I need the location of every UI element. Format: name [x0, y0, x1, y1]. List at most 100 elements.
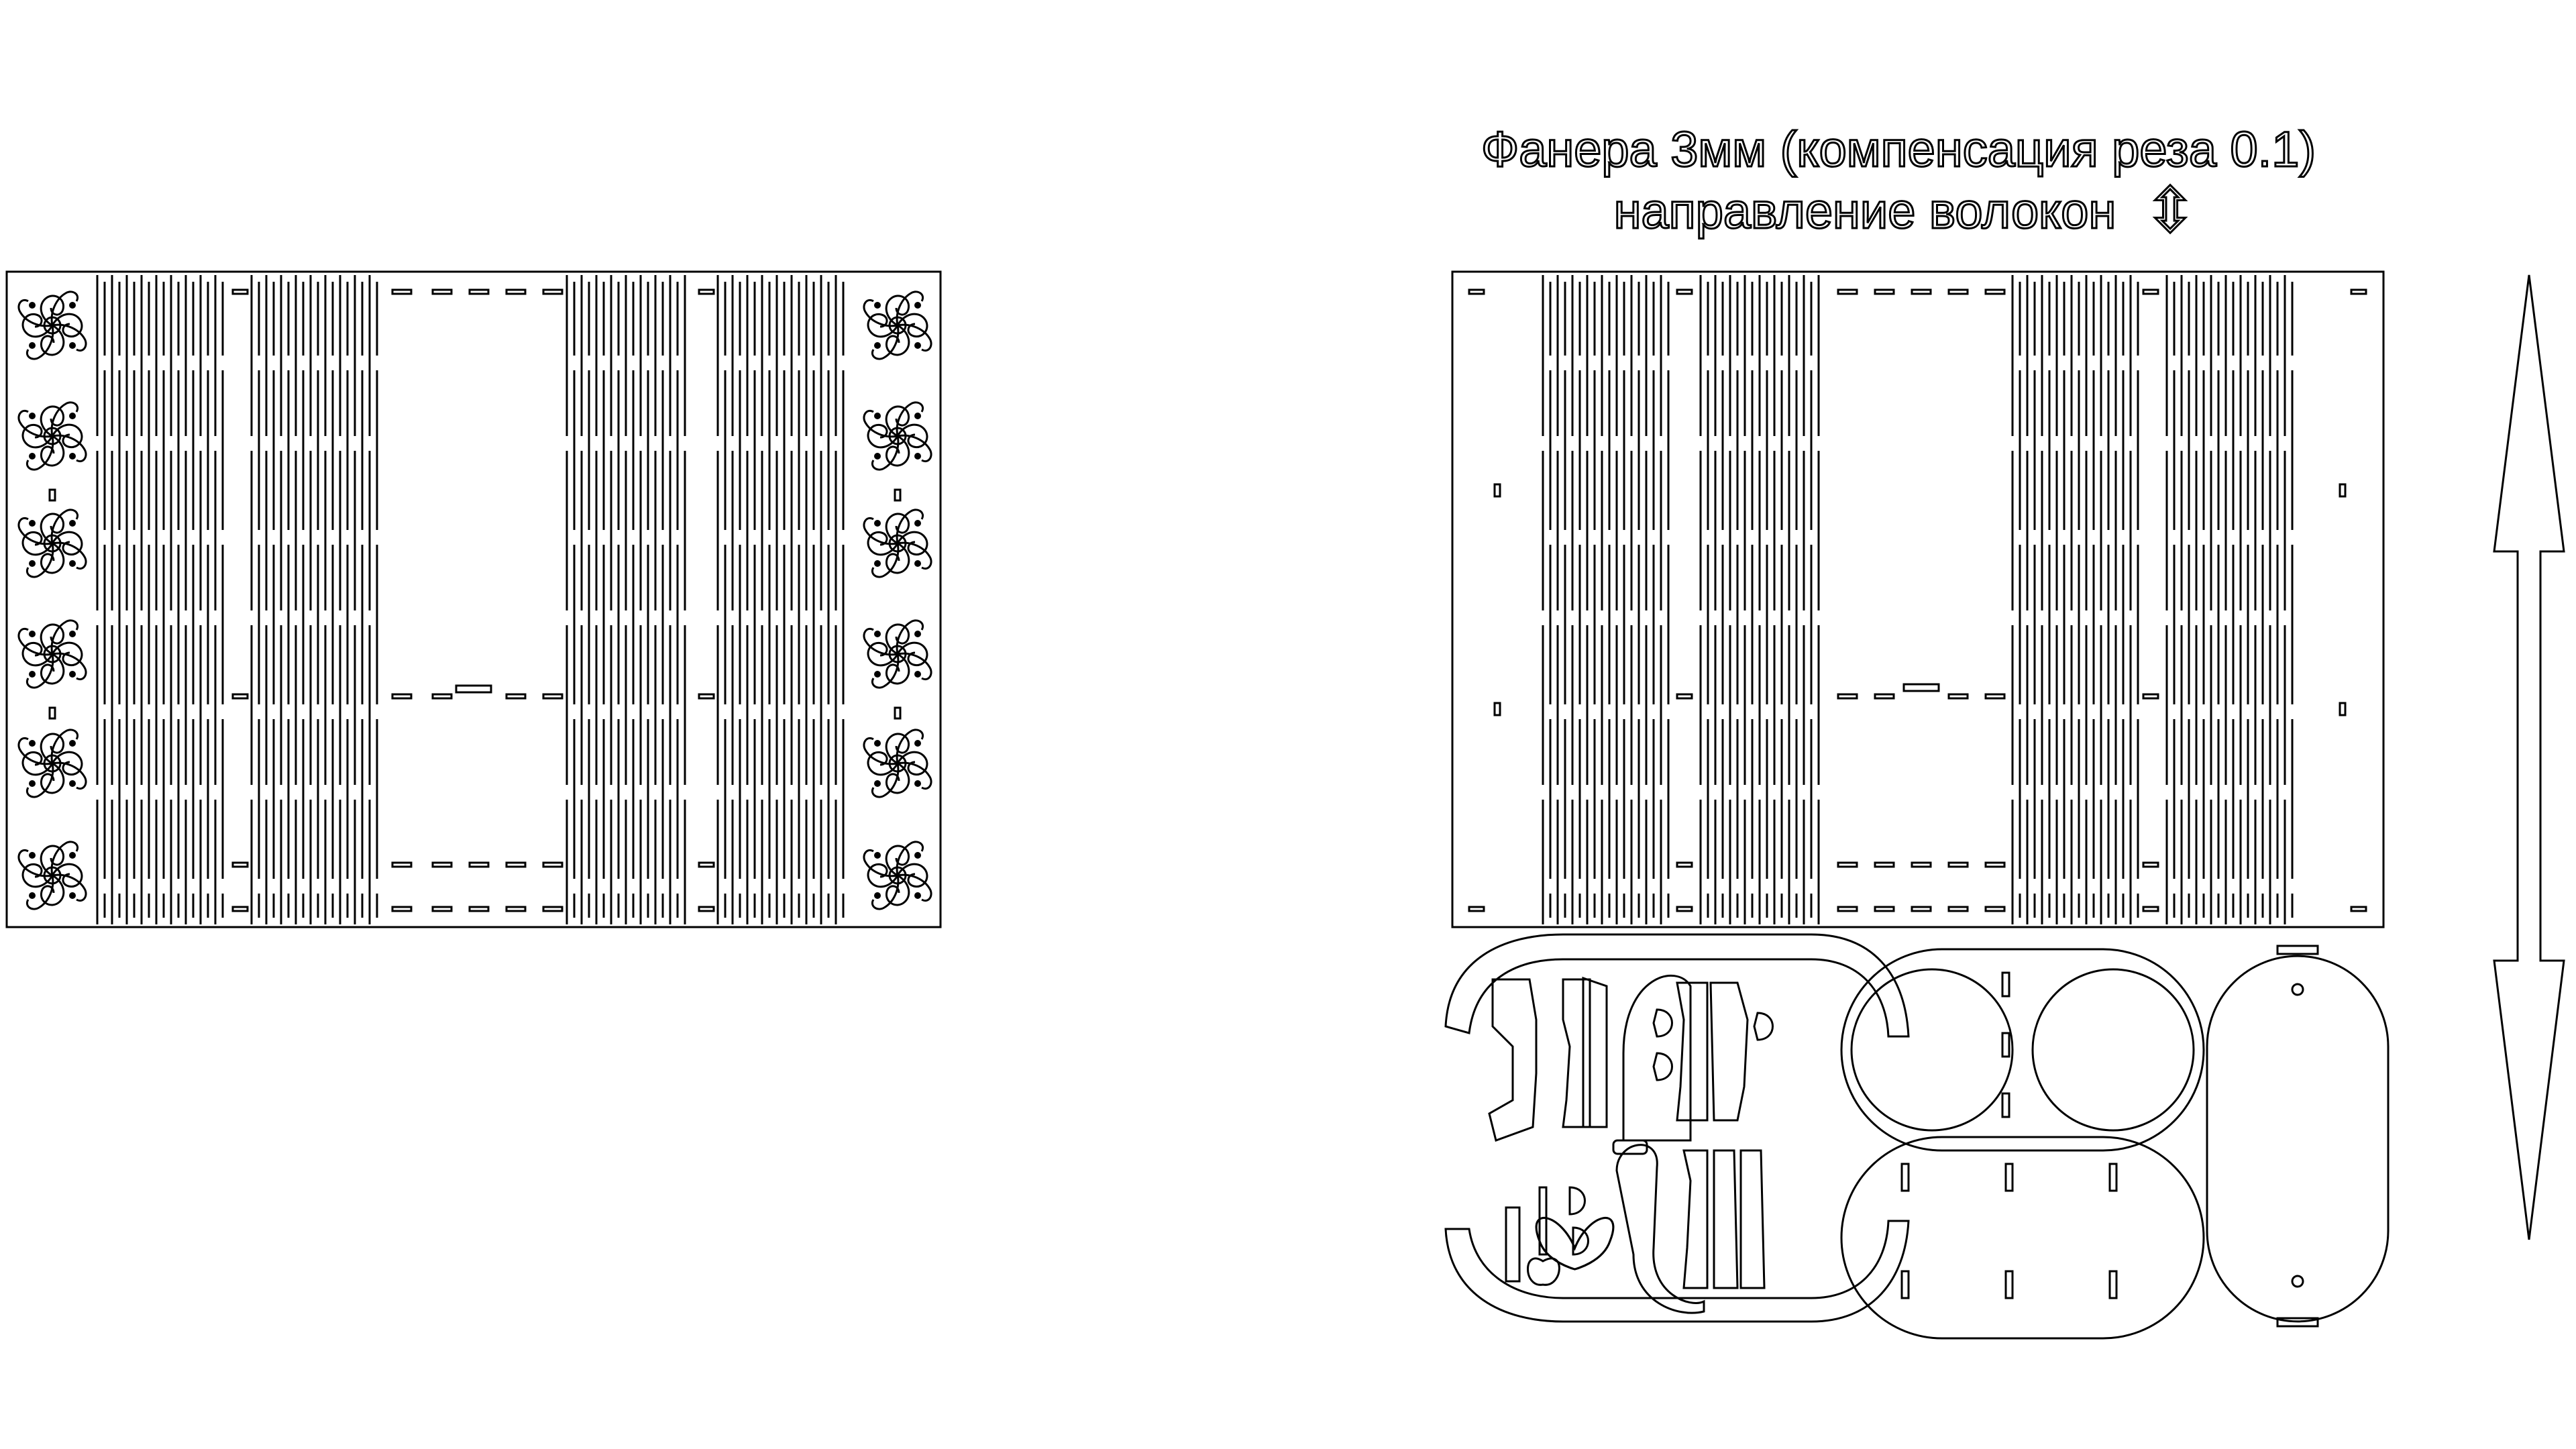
- flourish-dot: [69, 892, 76, 899]
- flourish-arm: [867, 423, 900, 471]
- flourish-arm: [17, 845, 65, 877]
- flourish-curl: [885, 845, 910, 877]
- flourish-dot: [29, 740, 36, 747]
- flourish-dot: [914, 520, 921, 527]
- flourish-arm: [21, 531, 54, 578]
- flourish-dot: [874, 413, 881, 419]
- flourish-dot: [69, 852, 76, 859]
- flourish-curl: [26, 763, 54, 798]
- flourish-arm: [896, 841, 928, 888]
- capsule-plate: [2206, 945, 2390, 1328]
- flourish-arm: [863, 845, 910, 877]
- slot: [431, 288, 453, 295]
- flourish-curl: [896, 423, 928, 449]
- flourish-curl: [863, 849, 898, 877]
- flourish-arm: [17, 733, 65, 765]
- slot: [505, 288, 527, 295]
- slot: [1676, 693, 1693, 700]
- flourish-curl: [51, 863, 83, 888]
- ornament-flourish-icon: [17, 290, 87, 360]
- flourish-curl: [863, 517, 898, 545]
- flourish-arm: [40, 652, 87, 685]
- flourish-dot: [914, 342, 921, 349]
- flourish-curl: [897, 434, 932, 462]
- slot: [1947, 288, 1969, 295]
- flourish-curl: [21, 751, 54, 776]
- flourish-arm: [17, 294, 65, 327]
- right-panel: [1451, 270, 2385, 928]
- title-line-1: Фанера 3мм (компенсация реза 0.1): [1481, 121, 2316, 177]
- flourish-curl: [40, 542, 65, 574]
- slot: [1468, 906, 1485, 912]
- flourish-dot: [69, 342, 76, 349]
- flourish-curl: [897, 652, 932, 680]
- slot: [1947, 861, 1969, 868]
- flourish-curl: [51, 423, 83, 449]
- flourish-curl: [21, 863, 54, 888]
- ornament-flourish-icon: [863, 290, 932, 360]
- slot: [231, 693, 249, 700]
- ornament-flourish-icon: [863, 729, 932, 798]
- slot: [698, 861, 715, 868]
- slot: [1947, 906, 1969, 912]
- flourish-curl: [885, 733, 910, 765]
- flourish-dot: [29, 892, 36, 899]
- flourish-curl: [885, 294, 910, 327]
- flourish-arm: [863, 623, 910, 656]
- flourish-arm: [896, 508, 928, 556]
- flourish-arm: [885, 652, 932, 685]
- flourish-arm: [21, 863, 54, 910]
- flex-zone-5: [1542, 275, 1670, 924]
- flourish-dot: [29, 780, 36, 787]
- flourish-dot: [874, 892, 881, 899]
- slot: [1911, 906, 1932, 912]
- flourish-dot: [29, 342, 36, 349]
- flourish-curl: [40, 623, 65, 655]
- flourish-curl: [50, 619, 78, 655]
- flourish-curl: [50, 508, 78, 544]
- flourish-arm: [885, 541, 932, 574]
- flourish-curl: [867, 863, 899, 888]
- slot: [894, 706, 902, 720]
- flourish-curl: [867, 423, 899, 449]
- slot: [1874, 861, 1895, 868]
- flourish-arm: [863, 405, 910, 438]
- flourish-curl: [52, 873, 87, 902]
- flourish-curl: [896, 751, 928, 776]
- slot: [1911, 861, 1932, 868]
- slot: [2142, 861, 2159, 868]
- flourish-curl: [40, 513, 65, 545]
- flex-zone-7: [2011, 275, 2139, 924]
- flourish-arm: [867, 863, 900, 910]
- flourish-arm: [896, 290, 928, 338]
- flourish-curl: [885, 623, 910, 655]
- flourish-curl: [21, 641, 54, 667]
- slot: [2142, 906, 2159, 912]
- ring-frame: [1840, 948, 2205, 1152]
- slot: [1902, 683, 1940, 692]
- flourish-dot: [29, 671, 36, 678]
- flourish-arm: [863, 733, 910, 765]
- ornament-flourish-icon: [863, 619, 932, 689]
- slot: [1984, 288, 2006, 295]
- flourish-arm: [867, 531, 900, 578]
- key-tab: [1538, 1186, 1548, 1256]
- flourish-curl: [21, 423, 54, 449]
- flourish-dot: [69, 453, 76, 460]
- right-slots: [1468, 288, 2367, 912]
- bracket-1: [1488, 978, 1538, 1142]
- slot: [2339, 483, 2347, 498]
- flourish-curl: [896, 401, 924, 437]
- double-heart: [1527, 1257, 1560, 1286]
- slot: [1984, 693, 2006, 700]
- flourish-dot: [874, 740, 881, 747]
- flourish-center: [43, 645, 62, 663]
- slot: [1874, 693, 1895, 700]
- flourish-curl: [897, 541, 932, 570]
- flourish-arm: [17, 623, 65, 656]
- bracket-2: [1562, 978, 1591, 1128]
- flourish-curl: [21, 313, 54, 338]
- flourish-curl: [17, 849, 53, 877]
- slot: [2142, 288, 2159, 295]
- slot: [431, 861, 453, 868]
